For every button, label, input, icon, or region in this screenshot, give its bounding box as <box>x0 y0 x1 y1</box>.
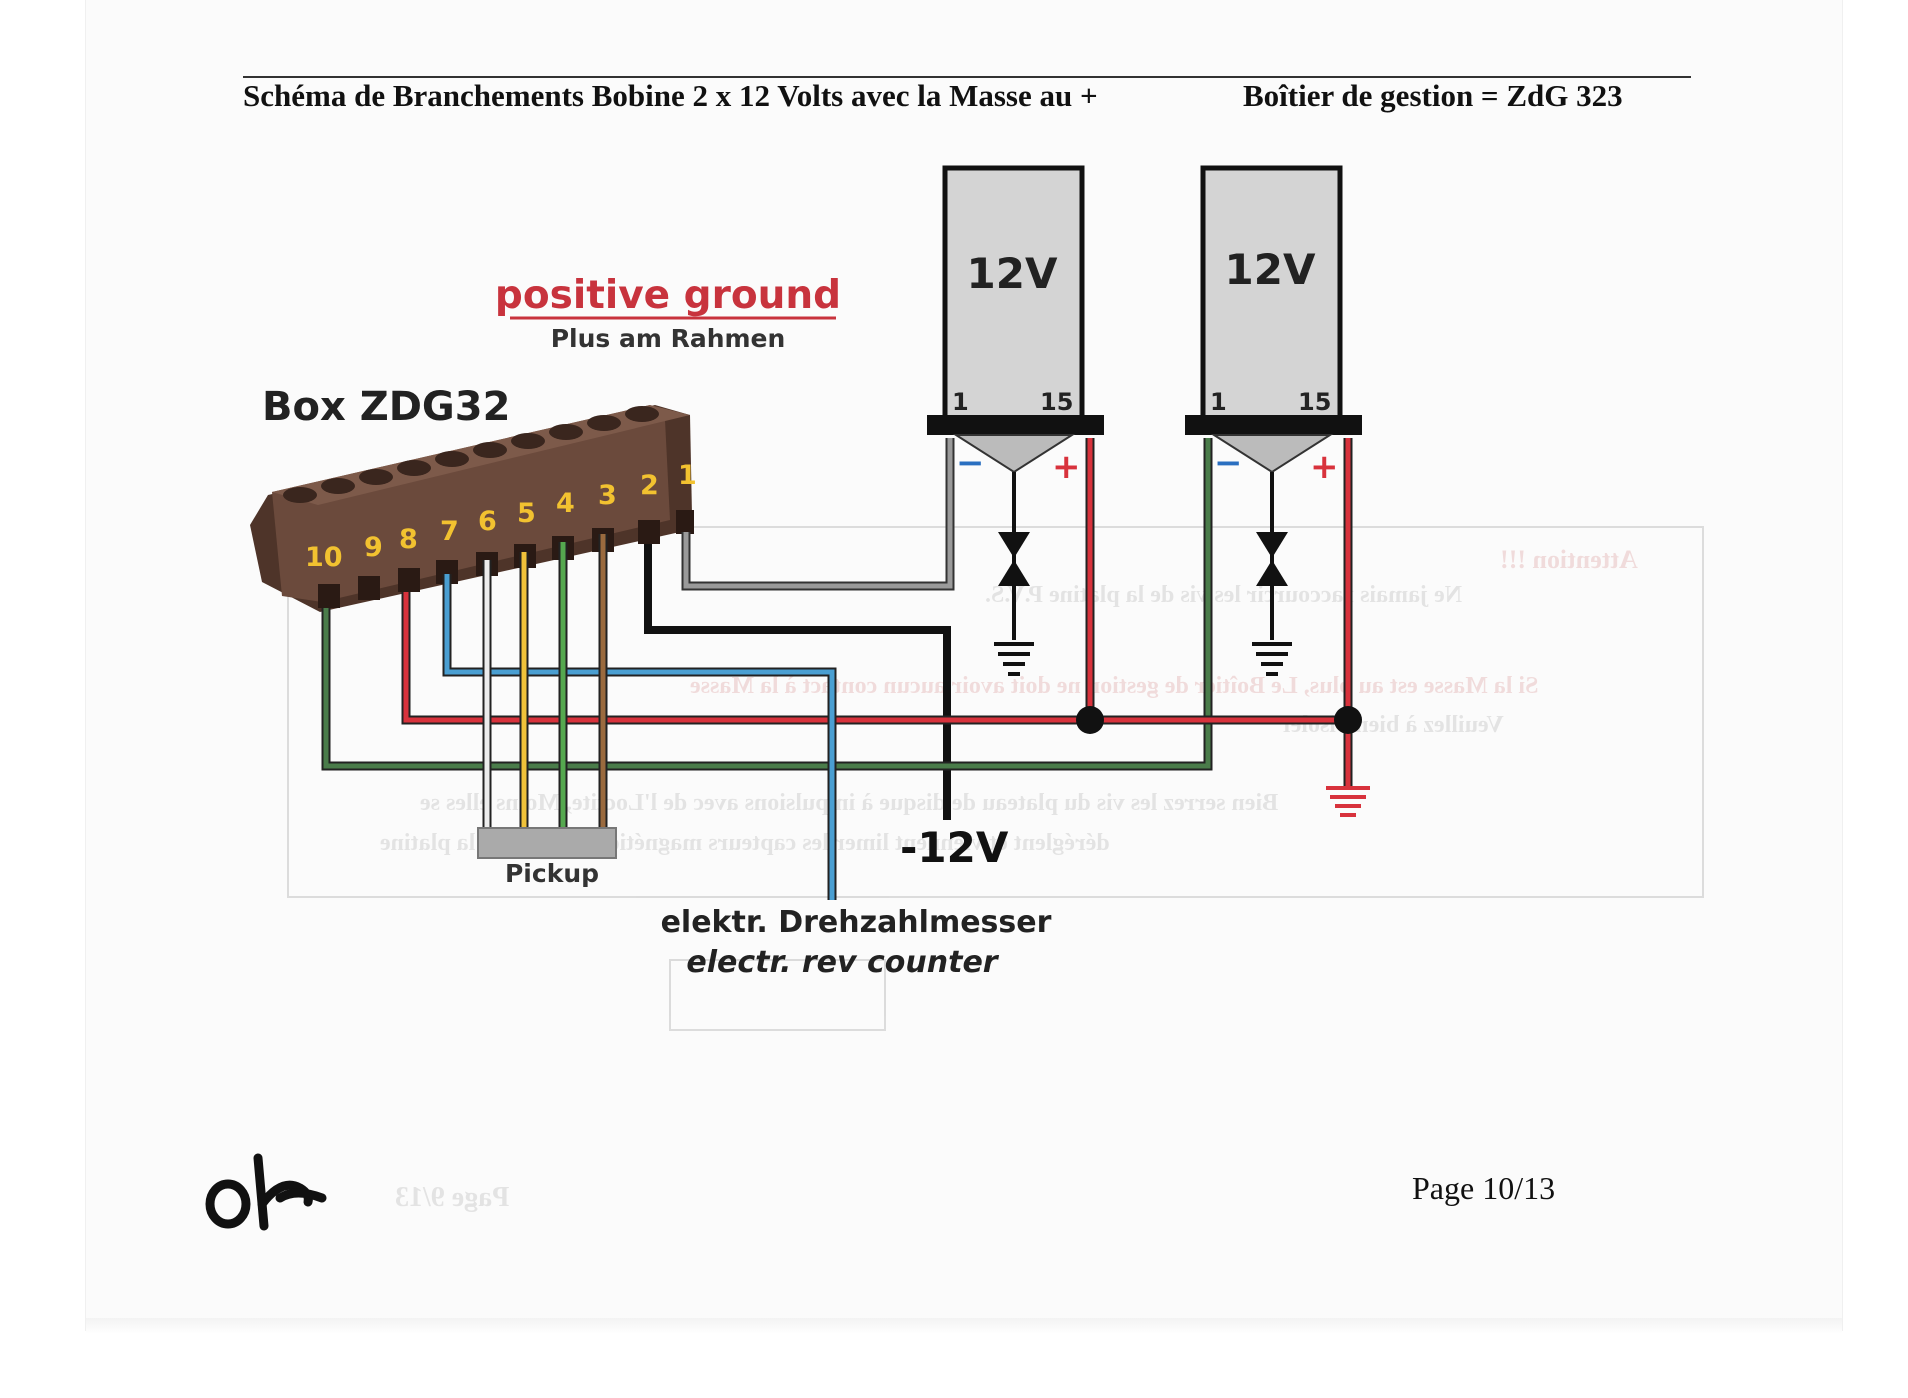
paper-edge <box>86 1318 1842 1334</box>
coil-pin-15: 15 <box>1040 388 1073 416</box>
document-header: Schéma de Branchements Bobine 2 x 12 Vol… <box>243 76 1693 120</box>
management-box-title: Boîtier de gestion = ZdG 323 <box>1243 78 1623 113</box>
coil-pin-1: 1 <box>952 388 969 416</box>
spark-plug-right <box>1252 472 1292 676</box>
terminal-number: 8 <box>399 524 418 555</box>
terminal-number: 9 <box>364 532 383 563</box>
positive-ground-title: positive ground <box>495 273 841 318</box>
wire-blue <box>444 574 835 900</box>
page-number: Page 10/13 <box>1412 1170 1556 1206</box>
rev-counter-label-de: elektr. Drehzahlmesser <box>661 905 1052 940</box>
junction-dot <box>1334 706 1362 734</box>
positive-ground-subtitle: Plus am Rahmen <box>551 324 786 353</box>
header-rule <box>243 76 1691 78</box>
handwritten-ok-mark <box>205 1153 327 1231</box>
terminal-number: 3 <box>598 480 617 511</box>
coil-pin-1: 1 <box>1210 388 1227 416</box>
coil-pin-15: 15 <box>1298 388 1331 416</box>
terminal-block: 10 9 8 7 6 5 4 3 2 1 <box>250 405 697 612</box>
bleed-through-frame <box>287 526 1704 1031</box>
supply-voltage-label: -12V <box>900 823 1009 872</box>
wire-grey <box>681 438 955 591</box>
coil-voltage: 12V <box>1225 245 1316 294</box>
coil-minus-sign: − <box>1214 443 1243 483</box>
terminal-number: 1 <box>678 460 697 491</box>
wires <box>321 438 1353 900</box>
page-title: Schéma de Branchements Bobine 2 x 12 Vol… <box>243 78 1098 113</box>
coil-plus-sign: + <box>1310 447 1339 487</box>
chassis-ground-icon <box>1326 786 1370 817</box>
terminal-number: 6 <box>478 506 497 537</box>
terminal-number: 2 <box>640 470 659 501</box>
wire-black <box>644 544 951 820</box>
terminal-number: 7 <box>440 516 459 547</box>
terminal-number: 4 <box>556 488 575 519</box>
junction-dot <box>1076 706 1104 734</box>
ignition-coil-right: 12V 1 15 − + <box>1185 165 1362 487</box>
rev-counter-label-en: electr. rev counter <box>686 945 999 980</box>
box-label: Box ZDG32 <box>262 384 510 430</box>
coil-plus-sign: + <box>1052 447 1081 487</box>
coil-voltage: 12V <box>967 249 1058 298</box>
ignition-coil-left: 12V 1 15 − + <box>927 165 1104 487</box>
wire-green <box>323 438 1211 769</box>
pickup-label: Pickup <box>505 859 599 888</box>
terminal-number: 10 <box>305 542 343 573</box>
pickup-connector <box>477 827 617 859</box>
wire-red <box>403 438 1351 723</box>
coil-minus-sign: − <box>956 443 985 483</box>
terminal-number: 5 <box>517 498 536 529</box>
spark-plug-left <box>994 472 1034 676</box>
